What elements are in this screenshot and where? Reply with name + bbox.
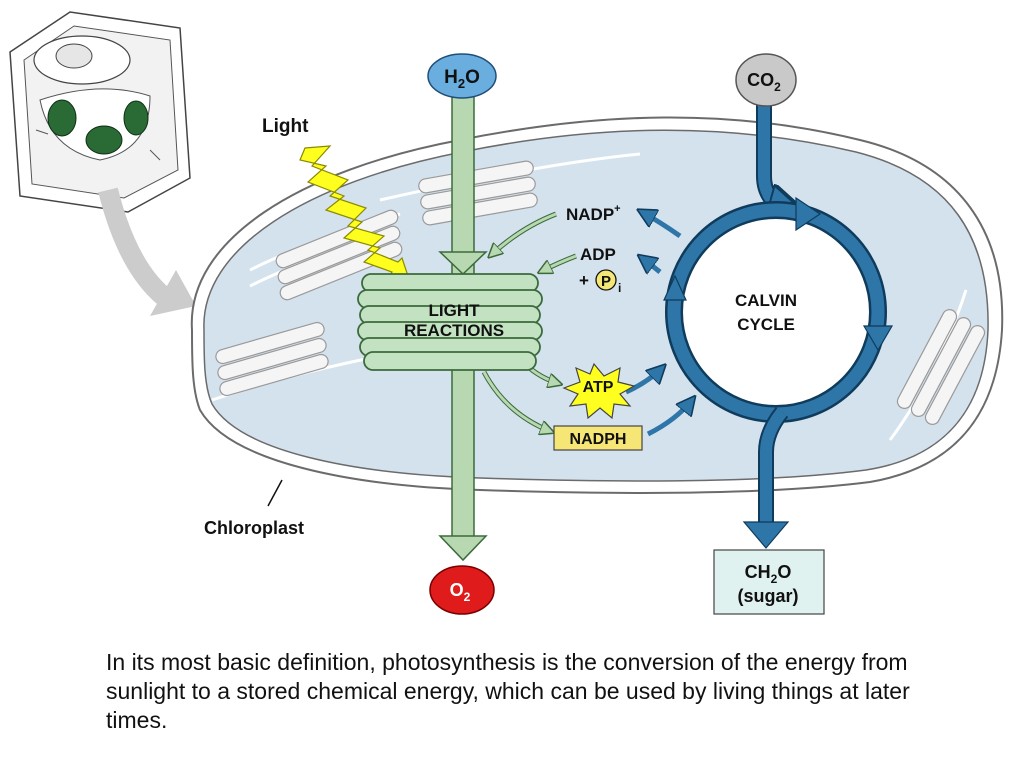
calvin-arrowhead-right <box>862 325 894 352</box>
nadph-label: NADPH <box>570 431 627 448</box>
calvin-arrowhead-top <box>795 196 822 232</box>
zoom-arrow-head <box>150 270 196 316</box>
nadph-box <box>553 425 643 451</box>
grana-stack-right <box>888 289 986 441</box>
nadph-to-cycle-arrow <box>646 400 692 437</box>
water-arrow-head-top <box>438 251 488 276</box>
h2o-circle <box>427 53 497 99</box>
nadp-to-light-arrow-fill <box>490 212 557 256</box>
co2-circle <box>735 53 797 107</box>
phosphate-circle <box>595 269 617 291</box>
adp-to-light-arrow-fill <box>540 254 577 272</box>
atp-starburst <box>562 362 636 420</box>
light-reactions-stack <box>357 273 543 371</box>
sugar-output-arrow-fill <box>760 408 787 524</box>
light-reactions-label-line2: REACTIONS <box>404 321 504 340</box>
sugar-name-label: (sugar) <box>737 586 798 606</box>
nadp-return-arrow <box>642 212 682 239</box>
nadp-plus-label: NADP+ <box>566 203 621 224</box>
atp-to-cycle-arrow <box>624 368 662 395</box>
zoom-arrow <box>98 187 175 308</box>
atp-label: ATP <box>583 379 614 396</box>
chloroplast-label: Chloroplast <box>204 518 304 538</box>
sugar-formula-label: CH2O <box>745 562 792 586</box>
calvin-arrowhead-left <box>663 274 687 301</box>
calvin-cycle-label-line2: CYCLE <box>737 315 795 334</box>
o2-circle <box>429 565 495 615</box>
calvin-cycle-label-line1: CALVIN <box>735 291 797 310</box>
grana-stack-bottom-left <box>211 321 381 402</box>
sugar-arrow-head <box>742 521 790 549</box>
light-reactions-label-line1: LIGHT <box>429 301 481 320</box>
chloroplast-pointer-line <box>267 479 283 507</box>
phosphate-subscript: i <box>618 281 621 295</box>
light-label: Light <box>262 116 309 137</box>
photosynthesis-diagram: LIGHT REACTIONS H2O CO2 O2 Light NADP+ A… <box>9 11 1004 615</box>
adp-return-arrow <box>642 258 662 272</box>
oxygen-arrow-head <box>438 535 488 562</box>
co2-label: CO2 <box>747 70 781 94</box>
caption-text: In its most basic definition, photosynth… <box>106 649 910 733</box>
pi-plus-sign: + <box>579 271 589 290</box>
sugar-box <box>713 549 825 615</box>
plant-cell-icon <box>9 11 191 213</box>
adp-label: ADP <box>580 245 616 264</box>
phosphate-label: P <box>601 273 611 290</box>
h2o-label: H2O <box>444 67 480 91</box>
o2-label: O2 <box>450 580 471 604</box>
light-to-nadph-arrow-fill <box>482 371 552 432</box>
